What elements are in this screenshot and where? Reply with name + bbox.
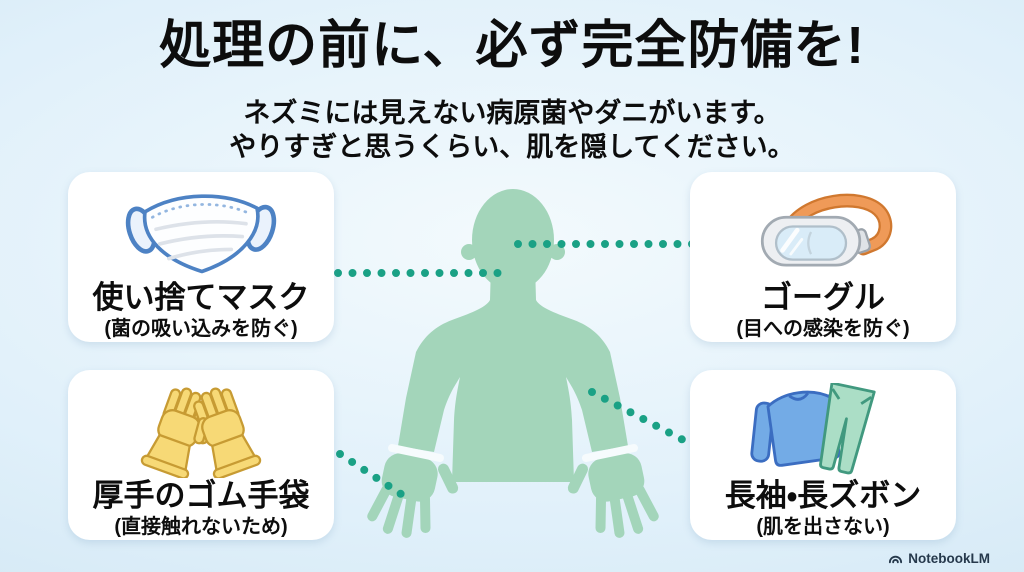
card-gloves-note: (直接触れないため) — [114, 516, 288, 538]
card-goggles-title: ゴーグル — [761, 280, 885, 315]
goggles-icon — [748, 184, 898, 280]
card-clothing-note: (肌を出さない) — [756, 516, 890, 538]
pants — [819, 383, 876, 475]
card-goggles-note: (目への感染を防ぐ) — [736, 318, 910, 340]
face-mask-icon — [123, 184, 279, 280]
card-gloves: 厚手のゴム手袋 (直接触れないため) — [68, 370, 334, 540]
left-hand — [367, 453, 459, 538]
connector-gloves-to-left-hand — [336, 450, 408, 500]
card-gloves-title: 厚手のゴム手袋 — [92, 478, 310, 513]
page-subtitle-line1: ネズミには見えない病原菌やダニがいます。 — [243, 98, 781, 128]
notebooklm-watermark: NotebookLM — [888, 551, 990, 566]
person-silhouette — [367, 189, 659, 538]
long-sleeve-pants-icon — [750, 382, 896, 478]
card-goggles: ゴーグル (目への感染を防ぐ) — [690, 172, 956, 342]
page-title: 処理の前に、必ず完全防備を! — [159, 17, 865, 75]
page-subtitle-line2: やりすぎと思うくらい、肌を隠してください。 — [229, 132, 795, 162]
card-clothing-title: 長袖・長ズボン — [724, 478, 922, 513]
card-clothing: 長袖・長ズボン (肌を出さない) — [690, 370, 956, 540]
right-hand — [567, 453, 659, 538]
notebooklm-brand-label: NotebookLM — [908, 551, 990, 566]
card-mask-title: 使い捨てマスク — [92, 280, 310, 315]
rubber-gloves-icon — [131, 382, 271, 478]
notebooklm-logo-icon — [888, 551, 903, 566]
card-mask-note: (菌の吸い込みを防ぐ) — [104, 318, 298, 340]
card-mask: 使い捨てマスク (菌の吸い込みを防ぐ) — [68, 172, 334, 342]
